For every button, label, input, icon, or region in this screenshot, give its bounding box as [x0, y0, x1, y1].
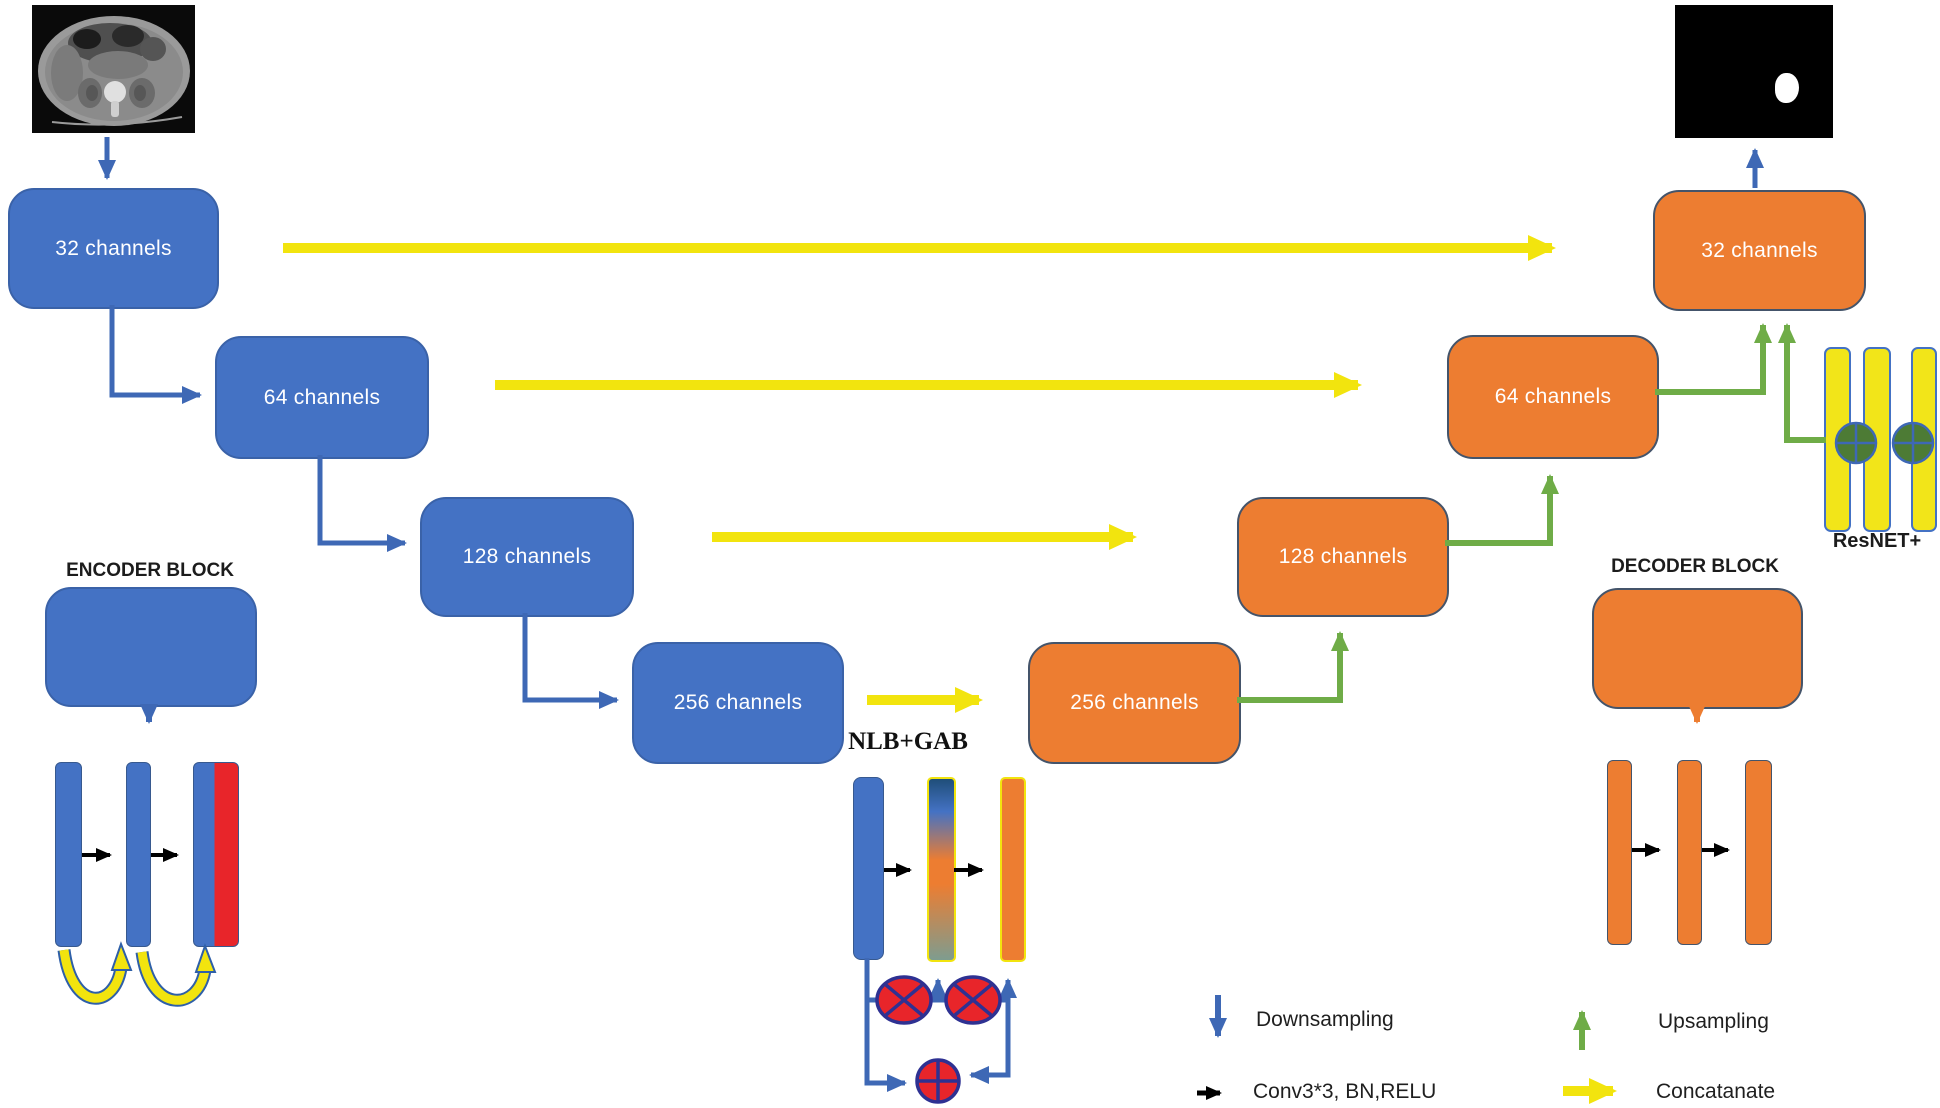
downsample-arrow-128-256: [522, 613, 619, 709]
gab-wire-left-loop: [864, 958, 907, 1092]
encoder-curved-arrow-1: [57, 941, 133, 1005]
gab-multiply-icon-1: [875, 975, 933, 1025]
decoder-box-256: 256 channels: [1028, 642, 1241, 764]
encoder-feature-bar-2: [126, 762, 151, 947]
legend-conv-label: Conv3*3, BN,RELU: [1253, 1080, 1437, 1103]
decoder-box-32: 32 channels: [1653, 190, 1866, 311]
legend-concatenate-label: Concatanate: [1656, 1080, 1776, 1103]
resnet-title: ResNET+: [1832, 530, 1922, 552]
gab-multiply-icon-2: [944, 975, 1002, 1025]
decoder-block-title: DECODER BLOCK: [1611, 556, 1779, 577]
decoder-feature-bar-3: [1745, 760, 1772, 945]
legend-downsampling-label: Downsampling: [1256, 1008, 1394, 1031]
legend-upsampling-label: Upsampling: [1658, 1010, 1769, 1033]
encoder-box-256: 256 channels: [632, 642, 844, 764]
decoder-box-64-label: 64 channels: [1494, 385, 1612, 408]
resnet-add-icon-1: [1834, 421, 1878, 465]
decoder-box-256-label: 256 channels: [1070, 691, 1199, 714]
decoder-box-128-label: 128 channels: [1278, 545, 1408, 568]
gab-wire-right-loop: [969, 1000, 1011, 1084]
downsample-arrow-64-128: [317, 455, 407, 552]
encoder-block-title: ENCODER BLOCK: [66, 560, 234, 581]
ct-scan-image: [32, 5, 195, 133]
encoder-box-64-label: 64 channels: [263, 385, 381, 409]
ct-scan-graphic: [32, 5, 195, 133]
upsample-arrow-128-64: [1445, 474, 1559, 546]
decoder-feature-bar-1: [1607, 760, 1632, 945]
encoder-curved-arrow-2: [135, 943, 217, 1007]
segmentation-mask-image: [1675, 5, 1833, 138]
gab-add-icon: [915, 1058, 961, 1104]
tumor-blob: [1775, 73, 1799, 103]
nlb-gab-title: NLB+GAB: [848, 728, 968, 755]
encoder-box-256-label: 256 channels: [673, 691, 803, 714]
decoder-feature-bar-2: [1677, 760, 1702, 945]
encoder-feature-bar-3-concat-red: [193, 762, 239, 947]
encoder-box-32-label: 32 channels: [55, 236, 172, 260]
resnet-add-icon-2: [1891, 421, 1935, 465]
upsample-arrow-256-128: [1237, 631, 1349, 703]
decoder-box-128: 128 channels: [1237, 497, 1449, 617]
encoder-box-64: 64 channels: [215, 336, 429, 459]
encoder-box-32: 32 channels: [8, 188, 219, 309]
decoder-box-32-label: 32 channels: [1701, 238, 1818, 262]
nlb-output-bar: [1000, 777, 1026, 962]
decoder-box-64: 64 channels: [1447, 335, 1659, 459]
upsample-arrow-resnet-32: [1778, 323, 1826, 443]
encoder-feature-bar-1: [55, 762, 82, 947]
upsample-arrow-64-32: [1655, 323, 1772, 395]
downsample-arrow-32-64: [109, 305, 202, 404]
encoder-box-128-label: 128 channels: [462, 545, 592, 568]
